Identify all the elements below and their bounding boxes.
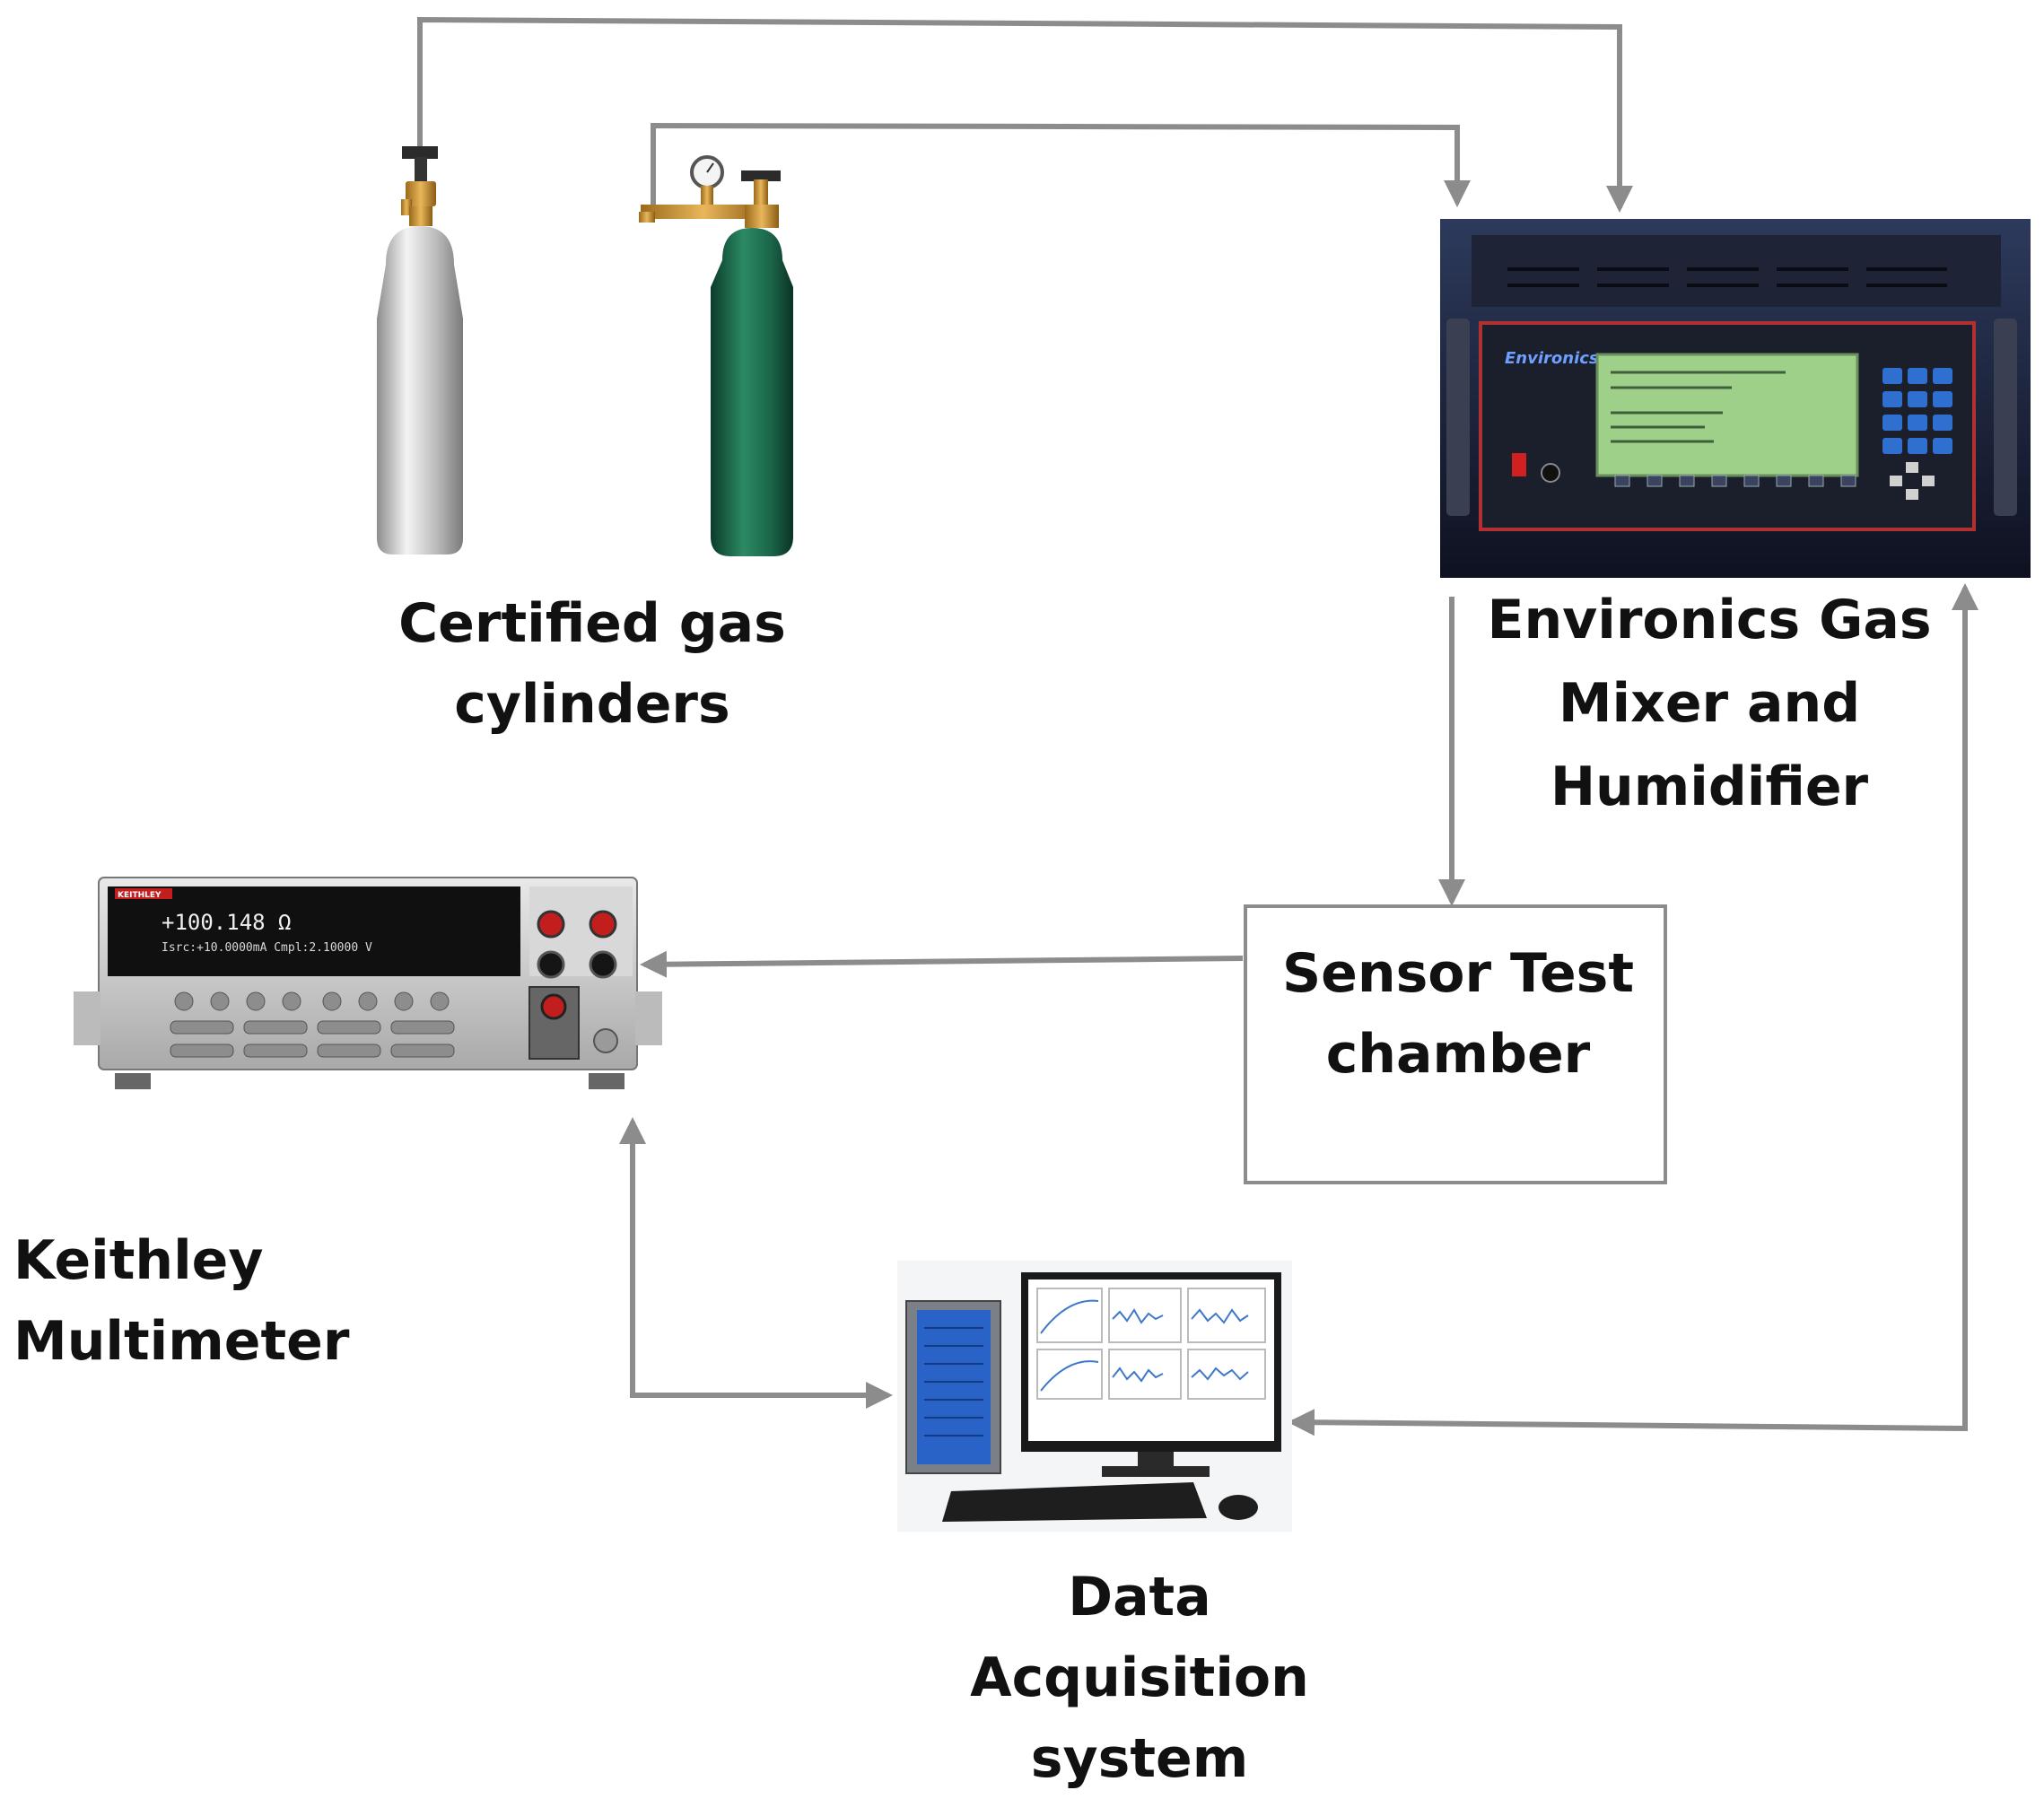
environics-gas-mixer: Environics bbox=[1440, 219, 2031, 578]
lcd-text-lines bbox=[1611, 371, 1786, 443]
keithley-multimeter: KEITHLEY +100.148 Ω Isrc:+10.0000mA Cmpl… bbox=[74, 877, 662, 1089]
monitor-graphs bbox=[1036, 1288, 1266, 1400]
mixer-function-keys bbox=[1614, 475, 1856, 487]
mixer-keypad bbox=[1882, 368, 1952, 454]
connection-arrows bbox=[417, 16, 1978, 1437]
daq-keyboard bbox=[942, 1482, 1207, 1522]
sensor-test-chamber-box bbox=[1244, 904, 1667, 1184]
environics-logo-text: Environics bbox=[1505, 349, 1599, 368]
terminal-black-2 bbox=[589, 950, 617, 979]
daq-label-line-2: system bbox=[1030, 1727, 1249, 1790]
vent-slots bbox=[1507, 267, 1947, 287]
sensor-test-chamber-label: Sensor Test chamber bbox=[1247, 933, 1669, 1095]
mixer-arrow-keys bbox=[1890, 462, 1935, 500]
arrow-sensor-chamber-to-multimeter bbox=[640, 950, 1244, 978]
environics-label-line-2: Mixer and bbox=[1558, 672, 1861, 735]
keithley-brand-badge bbox=[115, 888, 172, 899]
terminal-red-2 bbox=[589, 910, 617, 939]
arrow-mixer-daq-bidirectional bbox=[1288, 583, 1978, 1437]
arrow-green-cylinder-to-mixer bbox=[651, 122, 1471, 207]
terminal-black-1 bbox=[537, 950, 565, 979]
cylinders-label-line-1: Certified gas cylinders bbox=[398, 592, 786, 736]
daq-mouse bbox=[1219, 1495, 1258, 1520]
environics-label-line-1: Environics Gas bbox=[1487, 589, 1932, 651]
environics-mixer-label: Environics Gas Mixer and Humidifier bbox=[1472, 579, 1947, 829]
silver-gas-cylinder bbox=[377, 146, 463, 555]
data-acquisition-system bbox=[897, 1261, 1292, 1532]
keithley-reading: +100.148 Ω bbox=[162, 910, 292, 935]
daq-label-line-1: Data Acquisition bbox=[970, 1566, 1309, 1709]
keithley-brand-text: KEITHLEY bbox=[118, 891, 162, 900]
terminal-red-1 bbox=[537, 910, 565, 939]
sensor-label-line-2: chamber bbox=[1325, 1023, 1591, 1086]
mixer-lcd-screen bbox=[1595, 353, 1859, 477]
green-gas-cylinder bbox=[639, 155, 793, 556]
data-acquisition-label: Data Acquisition system bbox=[897, 1557, 1382, 1799]
keithley-source-readout: Isrc:+10.0000mA Cmpl:2.10000 V bbox=[162, 941, 372, 955]
arrow-multimeter-daq-bidirectional bbox=[619, 1117, 893, 1409]
mixer-power-switch bbox=[1512, 453, 1526, 476]
sensor-label-line-1: Sensor Test bbox=[1281, 942, 1635, 1005]
keithley-label-line-1: Keithley Multimeter bbox=[13, 1229, 350, 1373]
keithley-display bbox=[108, 886, 520, 976]
certified-gas-cylinders-label: Certified gas cylinders bbox=[269, 583, 915, 745]
mixer-knob bbox=[1541, 463, 1560, 483]
keithley-buttons bbox=[170, 991, 455, 1058]
arrow-silver-cylinder-to-mixer bbox=[417, 16, 1633, 213]
keithley-multimeter-label: Keithley Multimeter bbox=[13, 1220, 588, 1382]
setup-diagram: Environics bbox=[74, 16, 2031, 1532]
environics-label-line-3: Humidifier bbox=[1550, 755, 1869, 818]
